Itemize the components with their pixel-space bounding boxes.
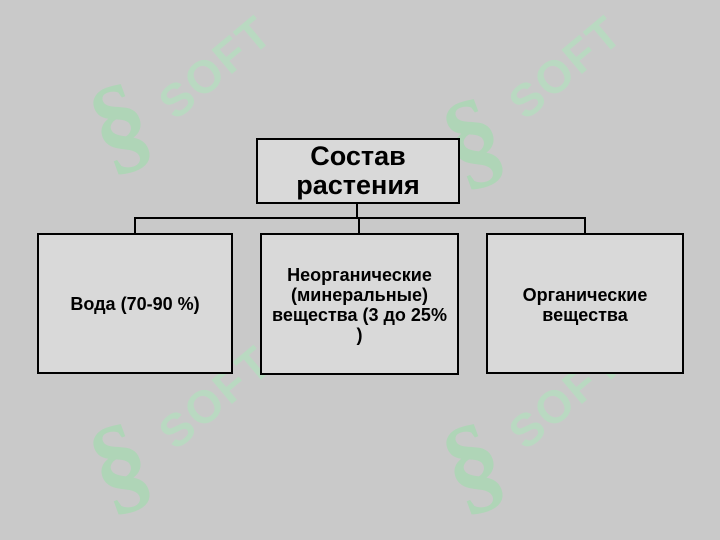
child-node-water: Вода (70-90 %) [37,233,233,374]
child-node-label: Органические вещества [522,285,648,325]
child-node-label: Вода (70-90 %) [70,293,200,314]
watermark-logo-icon: § [72,56,167,190]
connector-middle-drop [358,217,360,233]
child-node-organic: Органические вещества [486,233,684,374]
connector-root-stem [356,204,358,218]
child-node-inorganic: Неорганические (минеральные) вещества (3… [260,233,459,375]
connector-right-drop [584,217,586,233]
root-node-label: Состав растения [296,141,420,200]
child-node-label: Неорганические (минеральные) вещества (3… [272,265,447,345]
connector-left-drop [134,217,136,233]
watermark-logo-text: SOFT [148,5,283,129]
watermark-logo-text: SOFT [498,5,633,129]
root-node: Состав растения [256,138,460,204]
connector-horizontal [134,217,586,219]
